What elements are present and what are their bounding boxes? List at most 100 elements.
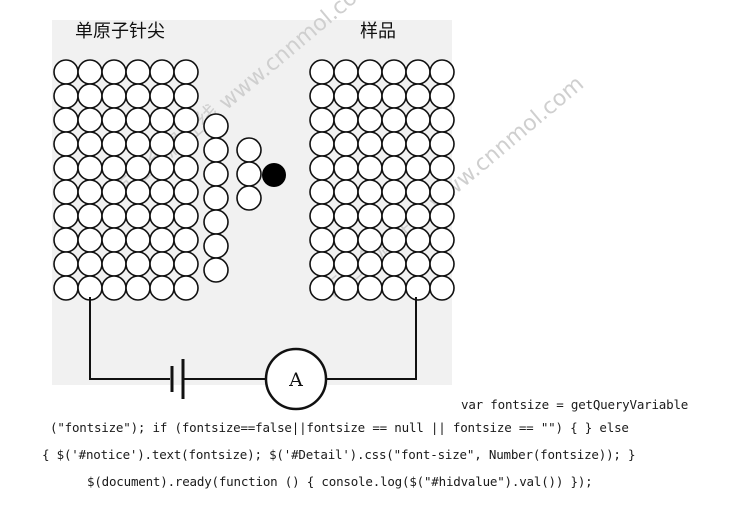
tip-atom [101,155,127,181]
code-line-1: var fontsize = getQueryVariable [461,397,689,412]
sample-atom [333,251,359,277]
tip-atom [77,203,103,229]
tip-atom [77,155,103,181]
tip-atom [236,161,262,187]
sample-atom [381,227,407,253]
sample-atom [405,179,431,205]
sample-atom [381,59,407,85]
tip-atom [203,185,229,211]
sample-atom [357,131,383,157]
tip-atom [149,155,175,181]
sample-atom [405,251,431,277]
sample-atom [405,203,431,229]
sample-atom [333,275,359,301]
tip-atom [77,59,103,85]
tip-atom [173,275,199,301]
sample-atom [309,251,335,277]
sample-atom [429,227,455,253]
tip-atom [101,275,127,301]
tip-atom [77,107,103,133]
sample-atom [357,203,383,229]
tip-atom [149,59,175,85]
sample-atom [357,83,383,109]
tip-atom [236,185,262,211]
left-wire [89,297,170,380]
code-line-3: { $('#notice').text(fontsize); $('#Detai… [42,447,636,462]
sample-atom [381,131,407,157]
sample-atom [357,59,383,85]
code-line-2: ("fontsize"); if (fontsize==false||fonts… [50,420,629,435]
sample-atom [429,179,455,205]
tip-atom [173,203,199,229]
tip-atom [149,203,175,229]
sample-atom [429,131,455,157]
tip-atom [125,275,151,301]
sample-label: 样品 [360,21,396,42]
tip-atom [203,113,229,139]
sample-atom [429,275,455,301]
sample-atom [309,59,335,85]
tip-atom [53,275,79,301]
sample-atom [405,155,431,181]
sample-atom-lattice [309,59,455,301]
sample-atom [381,155,407,181]
sample-atom [405,83,431,109]
tip-atom [203,257,229,283]
sample-atom [309,107,335,133]
sample-atom [357,107,383,133]
tip-atom [53,59,79,85]
tip-atom [149,275,175,301]
tip-atom [125,179,151,205]
sample-atom [405,59,431,85]
sample-atom [333,131,359,157]
tip-atom [173,179,199,205]
sample-atom [405,131,431,157]
tip-atom [149,83,175,109]
tip-atom [101,251,127,277]
tip-atom [101,179,127,205]
tip-atom [101,227,127,253]
sample-atom [381,179,407,205]
tip-atom [101,131,127,157]
tip-atom [77,131,103,157]
tip-atom [53,251,79,277]
tip-atom [125,59,151,85]
sample-atom [309,83,335,109]
sample-atom [333,107,359,133]
sample-atom [429,107,455,133]
sample-atom [333,59,359,85]
sample-atom [309,131,335,157]
tip-atom [149,131,175,157]
ammeter [264,347,328,411]
tip-atom [203,137,229,163]
sample-atom [333,203,359,229]
sample-atom [357,275,383,301]
sample-atom [357,155,383,181]
tip-atom [77,83,103,109]
sample-atom [309,227,335,253]
tip-atom [77,251,103,277]
sample-atom [429,155,455,181]
circuit-wires [89,297,417,380]
tip-atom [101,107,127,133]
ammeter-label: A [288,369,303,391]
tip-atom [53,203,79,229]
sample-atom [381,203,407,229]
sample-atom [309,203,335,229]
tip-atom [173,83,199,109]
tip-atom [53,179,79,205]
tip-atom-lattice [53,59,262,301]
tip-atom [77,179,103,205]
tip-atom [125,203,151,229]
tip-atom [125,155,151,181]
code-line-4: $(document).ready(function () { console.… [87,474,593,489]
sample-atom [357,179,383,205]
tip-atom [203,209,229,235]
sample-atom [381,107,407,133]
sample-atom [381,251,407,277]
sample-atom [405,275,431,301]
tip-atom [236,137,262,163]
tip-label: 单原子针尖 [75,21,165,42]
sample-atom [333,227,359,253]
sample-atom [357,251,383,277]
